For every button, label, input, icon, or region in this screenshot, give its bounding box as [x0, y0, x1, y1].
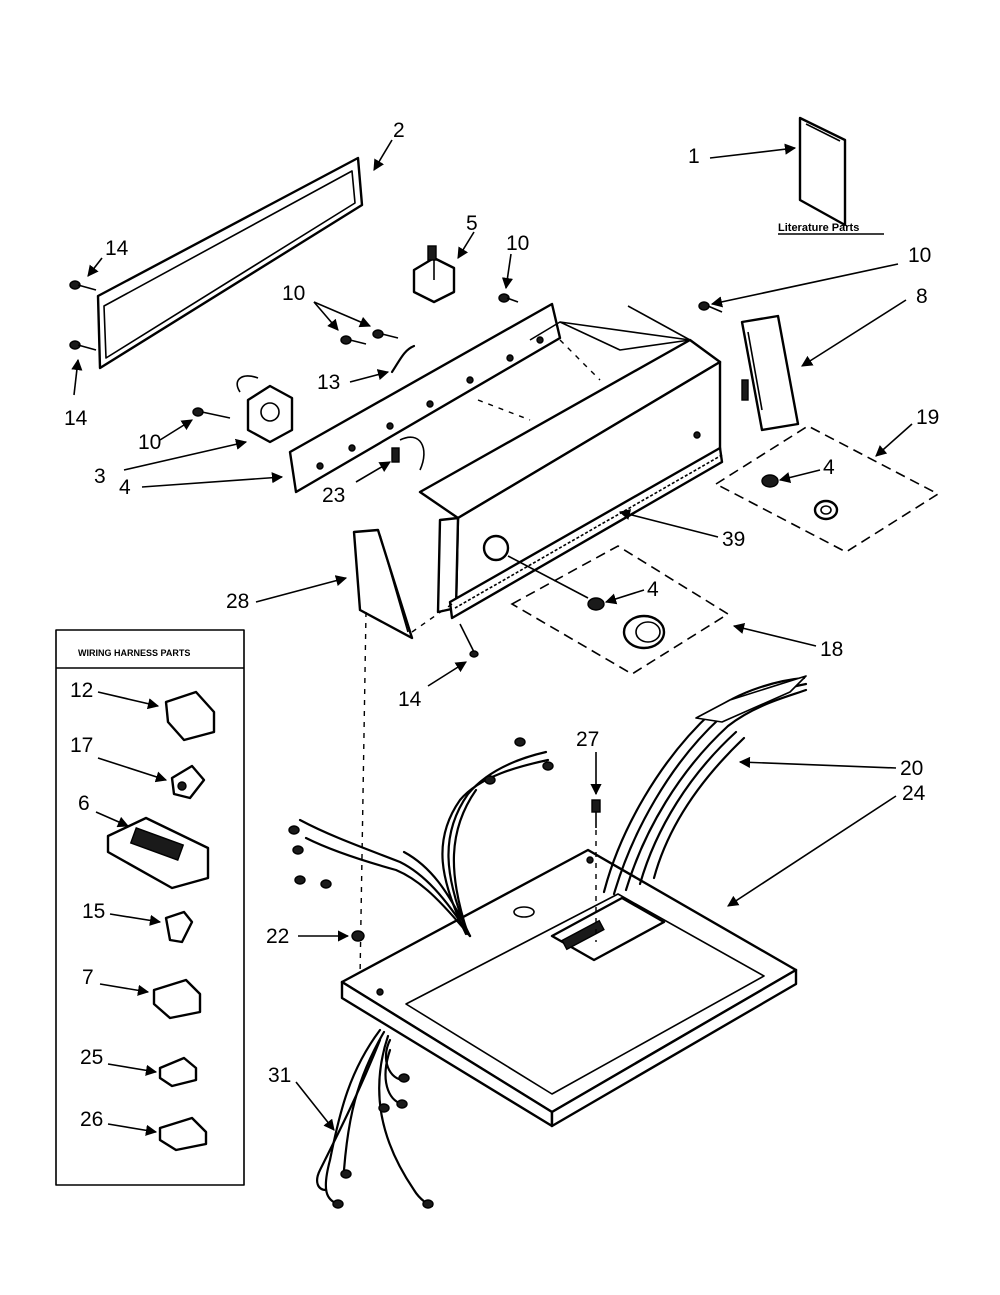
screw-14-bottom — [69, 340, 97, 351]
wiring-harness-box: WIRING HARNESS PARTS 12 17 6 15 7 25 26 — [55, 629, 245, 1186]
callout-18: 14 — [398, 688, 422, 711]
screw-10-b — [340, 329, 399, 345]
callout-1: 1 — [688, 145, 700, 168]
wiring-item-26: 26 — [80, 1108, 103, 1131]
callout-10-c: 10 — [138, 431, 161, 454]
knob-part-21 — [761, 474, 839, 521]
clip-part-23 — [351, 930, 365, 942]
callout-3: 3 — [94, 465, 106, 488]
wiring-item-12: 12 — [70, 679, 93, 702]
callout-39: 39 — [722, 528, 745, 551]
callout-24: 24 — [902, 782, 926, 805]
knob-group-20 — [510, 545, 730, 675]
screw-10-d — [698, 301, 723, 313]
bracket-part-9 — [288, 302, 562, 494]
harness-left — [288, 737, 554, 938]
literature-label: Literature Parts — [778, 222, 859, 234]
callout-4-bottom: 4 — [647, 578, 659, 601]
callout-31: 31 — [268, 1064, 291, 1087]
screw-18 — [459, 623, 479, 658]
harness-part-22 — [602, 675, 808, 896]
callout-10-b: 10 — [282, 282, 305, 305]
wiring-box-title: WIRING HARNESS PARTS — [78, 648, 190, 658]
callout-10-d: 10 — [908, 244, 931, 267]
callout-27: 27 — [576, 728, 599, 751]
timer-part-3 — [236, 375, 294, 444]
callout-4-top: 4 — [823, 456, 835, 479]
harness-part-31 — [316, 1028, 434, 1209]
top-panel-part-24 — [340, 848, 798, 1128]
callout-28: 28 — [226, 590, 249, 613]
knob-group-21 — [714, 425, 940, 553]
callout-14-bottom: 14 — [64, 407, 88, 430]
knob-part-20 — [587, 597, 666, 650]
end-bracket-part-8 — [740, 314, 800, 432]
wiring-item-15: 15 — [82, 900, 105, 923]
callout-22: 20 — [900, 757, 923, 780]
wiring-item-6: 6 — [78, 792, 90, 815]
callout-19: 23 — [322, 484, 345, 507]
panel-part-2 — [96, 156, 364, 370]
callout-9: 4 — [119, 476, 131, 499]
switch-part-5 — [412, 245, 456, 304]
screw-10-a — [498, 293, 519, 303]
screw-27 — [591, 799, 601, 828]
callout-23: 22 — [266, 925, 289, 948]
screw-19 — [391, 436, 425, 471]
literature-parts: Literature Parts — [778, 116, 884, 235]
wiring-item-7: 7 — [82, 966, 94, 989]
callout-2: 2 — [393, 119, 405, 142]
callout-8: 8 — [916, 285, 928, 308]
callout-10-a: 10 — [506, 232, 529, 255]
callout-20: 18 — [820, 638, 843, 661]
screw-10-c — [192, 407, 231, 419]
callout-5: 5 — [466, 212, 478, 235]
callout-21: 19 — [916, 406, 939, 429]
screw-14-top — [69, 280, 97, 291]
callout-13: 13 — [317, 371, 340, 394]
console-part-39 — [418, 305, 724, 620]
wire-part-13 — [390, 344, 416, 374]
wiring-item-25: 25 — [80, 1046, 103, 1069]
callout-14-top: 14 — [105, 237, 129, 260]
wiring-item-17: 17 — [70, 734, 93, 757]
end-cap-part-28 — [352, 528, 414, 640]
